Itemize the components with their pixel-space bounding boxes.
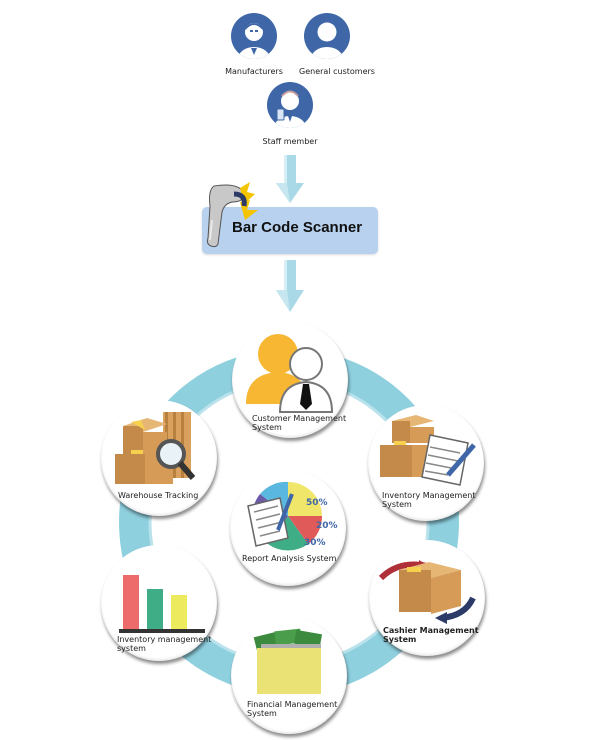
bar-chart-icon bbox=[119, 575, 205, 633]
customer-management-icon bbox=[246, 334, 334, 413]
inventory-management-top-node: Inventory Management System bbox=[368, 405, 484, 521]
warehouse-boxes-icon bbox=[115, 412, 196, 484]
inventory-management-top-label: Inventory Management System bbox=[382, 491, 476, 509]
cashier-management-node: Cashier Management System bbox=[369, 540, 485, 656]
barcode-scanner-icon bbox=[206, 182, 258, 248]
money-folder-icon bbox=[253, 628, 323, 694]
report-analysis-node: 50% 20% 30% Report Analysis System bbox=[230, 470, 346, 586]
pie-label-30: 30% bbox=[304, 538, 326, 548]
bar-code-scanner-box bbox=[202, 207, 378, 254]
financial-management-label: Financial Management System bbox=[247, 700, 338, 718]
general-customers-label: General customers bbox=[299, 67, 375, 76]
manufacturer-avatar bbox=[231, 13, 277, 59]
warehouse-tracking-label: Warehouse Tracking bbox=[118, 491, 199, 500]
staff-member-label: Staff member bbox=[262, 137, 318, 146]
financial-management-node: Financial Management System bbox=[231, 618, 347, 734]
inventory-boxes-icon bbox=[380, 415, 476, 486]
pie-label-20: 20% bbox=[316, 521, 338, 531]
warehouse-tracking-node: Warehouse Tracking bbox=[101, 400, 217, 516]
customer-management-node: Customer Management System bbox=[232, 322, 348, 438]
bar-code-scanner-label: Bar Code Scanner bbox=[232, 219, 363, 236]
down-arrow-icon bbox=[276, 260, 304, 312]
staff-icon bbox=[274, 90, 306, 128]
report-analysis-label: Report Analysis System bbox=[242, 554, 337, 563]
cashier-box-icon bbox=[378, 560, 476, 624]
inventory-management-bottom-label: Inventory management system bbox=[117, 635, 212, 653]
pie-label-50: 50% bbox=[306, 498, 328, 508]
manufacturer-icon bbox=[238, 23, 270, 59]
general-customer-avatar bbox=[304, 13, 350, 59]
inventory-management-bottom-node: Inventory management system bbox=[101, 545, 217, 661]
staff-member-avatar bbox=[267, 82, 313, 128]
manufacturers-label: Manufacturers bbox=[225, 67, 283, 76]
down-arrow-icon bbox=[276, 155, 304, 203]
cashier-management-label: Cashier Management System bbox=[383, 626, 479, 644]
pie-chart-report-icon: 50% 20% 30% bbox=[247, 481, 338, 551]
customer-icon bbox=[311, 22, 343, 59]
customer-management-label: Customer Management System bbox=[252, 414, 347, 432]
